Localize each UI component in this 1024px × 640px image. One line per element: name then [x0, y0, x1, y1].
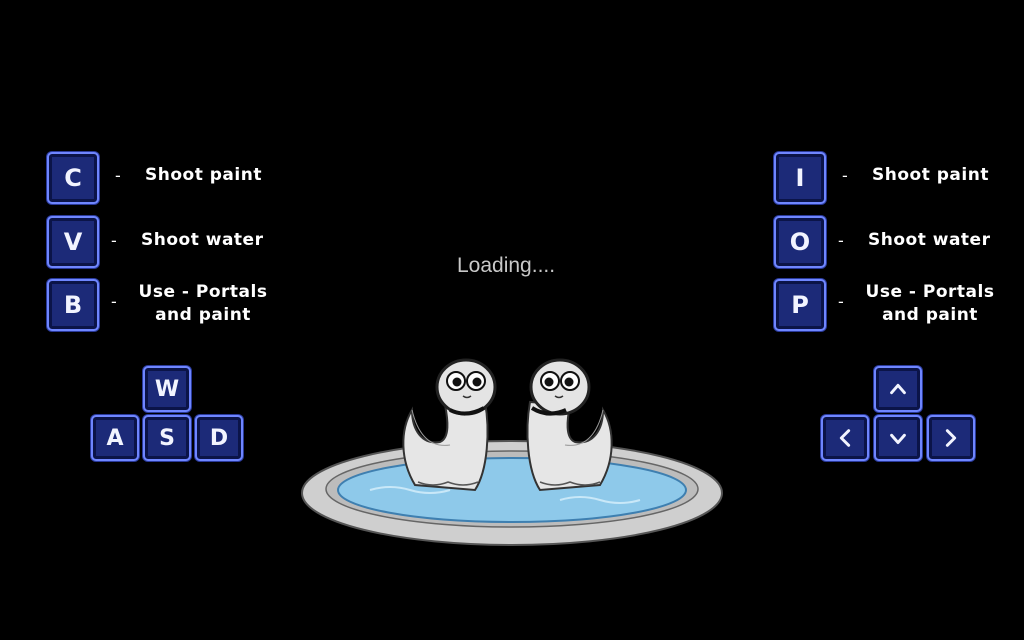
label-shoot-water-left: Shoot water — [141, 230, 264, 250]
loading-text: Loading.... — [457, 254, 556, 277]
dash: - — [111, 292, 117, 311]
label-shoot-paint-left: Shoot paint — [145, 165, 262, 185]
key-c: C — [47, 152, 99, 204]
key-o: O — [774, 216, 826, 268]
left-duck-head — [435, 358, 497, 416]
key-arrow-left — [821, 415, 869, 461]
key-s: S — [143, 415, 191, 461]
arrow-down-icon — [890, 433, 906, 445]
key-a: A — [91, 415, 139, 461]
arrow-up-icon — [890, 383, 906, 395]
label-shoot-water-right: Shoot water — [868, 230, 991, 250]
label-use-portals-right: Use - Portals and paint — [865, 282, 995, 325]
key-w: W — [143, 366, 191, 412]
label-shoot-paint-right: Shoot paint — [872, 165, 989, 185]
key-v: V — [47, 216, 99, 268]
dash: - — [842, 166, 848, 185]
ducks-in-pool-illustration — [301, 358, 723, 546]
pool-water — [337, 457, 687, 523]
key-arrow-down — [874, 415, 922, 461]
right-duck-head — [529, 358, 591, 416]
key-p: P — [774, 279, 826, 331]
key-arrow-right — [927, 415, 975, 461]
label-use-portals-left: Use - Portals and paint — [138, 282, 268, 325]
key-i: I — [774, 152, 826, 204]
key-b: B — [47, 279, 99, 331]
left-duck — [402, 358, 497, 492]
dash: - — [838, 292, 844, 311]
arrow-right-icon — [945, 429, 957, 447]
dash: - — [838, 231, 844, 250]
right-duck — [526, 358, 613, 492]
key-arrow-up — [874, 366, 922, 412]
arrow-left-icon — [839, 429, 851, 447]
dash: - — [115, 166, 121, 185]
key-d: D — [195, 415, 243, 461]
dash: - — [111, 231, 117, 250]
